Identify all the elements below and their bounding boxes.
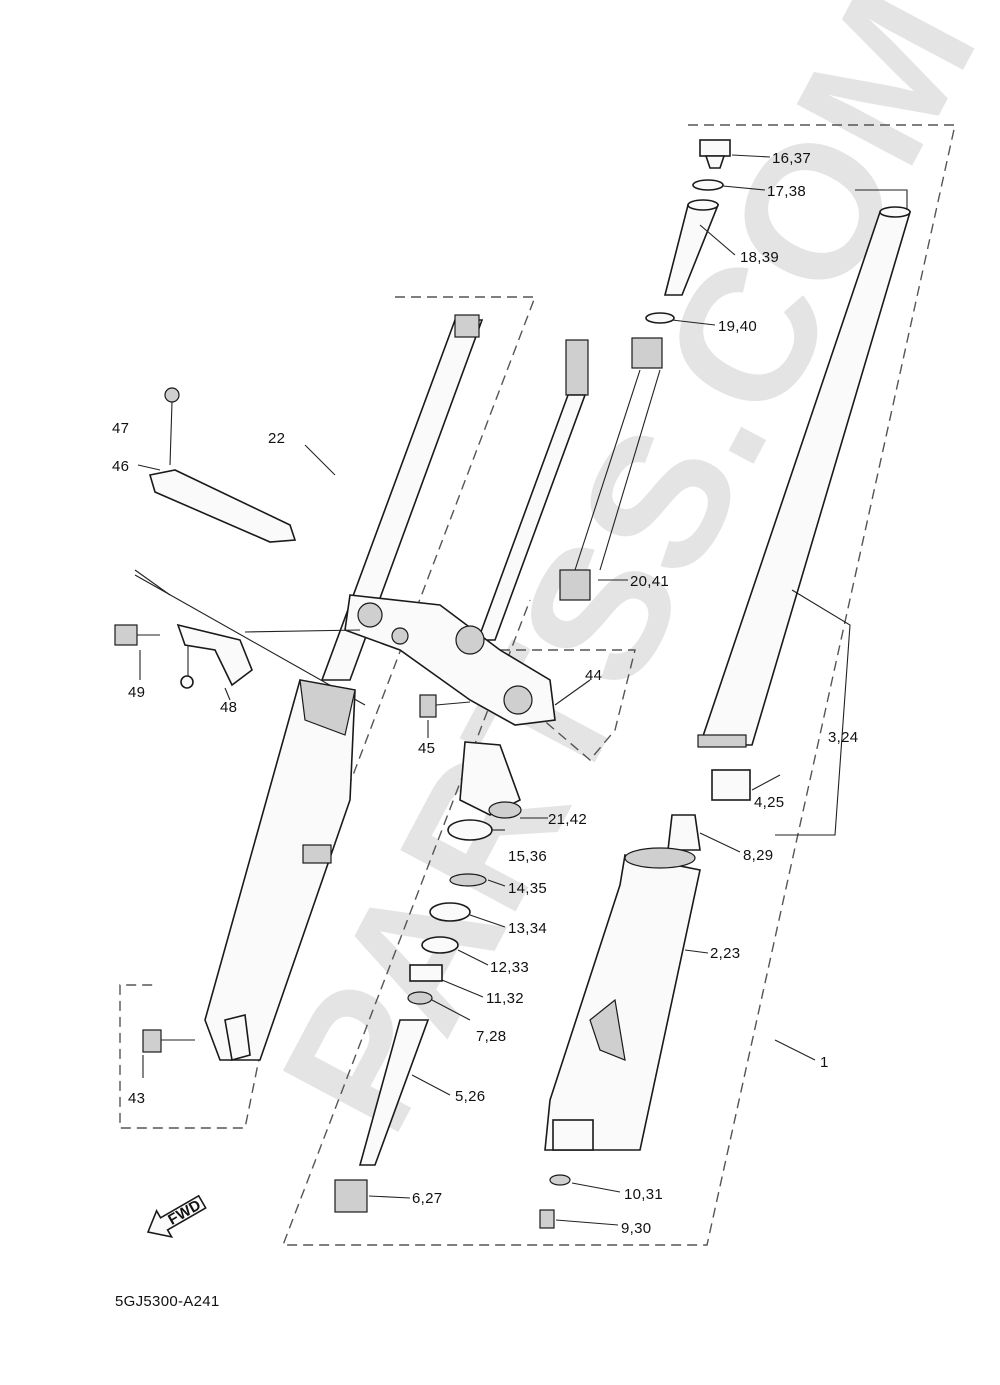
callout-22: 22 [268, 430, 285, 447]
callout-45: 45 [418, 740, 435, 757]
callout-labels: 16,37 17,38 18,39 19,40 20,41 22 47 46 4… [112, 150, 858, 1237]
assembly-box-left [119, 296, 537, 1129]
callout-47: 47 [112, 420, 129, 437]
under-bracket [344, 594, 556, 726]
spring-seat [645, 312, 675, 324]
oil-lock-piece [667, 814, 701, 851]
callout-10-31: 10,31 [624, 1186, 663, 1203]
inner-tube-right [697, 206, 912, 748]
callout-19-40: 19,40 [718, 318, 757, 335]
cap-bolt [699, 139, 731, 169]
leader-lines [137, 154, 816, 1226]
bearing-stack [407, 819, 493, 1005]
callout-48: 48 [220, 699, 237, 716]
slide-metal [711, 769, 751, 801]
callout-8-29: 8,29 [743, 847, 773, 864]
lower-seat [459, 741, 522, 819]
rebound-spring [334, 1179, 368, 1213]
callout-12-33: 12,33 [490, 959, 529, 976]
callout-20-41: 20,41 [630, 573, 669, 590]
fork-spring [559, 337, 663, 601]
steering-stem [476, 339, 589, 641]
callout-13-34: 13,34 [508, 920, 547, 937]
callout-14-35: 14,35 [508, 880, 547, 897]
callout-17-38: 17,38 [767, 183, 806, 200]
callout-16-37: 16,37 [772, 150, 811, 167]
callout-11-32: 11,32 [486, 990, 524, 1007]
outer-tube-right [544, 847, 701, 1151]
callout-43: 43 [128, 1090, 145, 1107]
assembly-box-center [500, 649, 636, 761]
callout-46: 46 [112, 458, 129, 475]
o-ring [692, 179, 724, 191]
assembly-box-right [281, 124, 956, 1246]
bracket-3-24 [855, 189, 908, 210]
callout-6-27: 6,27 [412, 1190, 442, 1207]
collar-pipe [663, 199, 720, 296]
bolt-45 [419, 694, 471, 718]
upper-bracket [148, 387, 297, 543]
callout-21-42: 21,42 [548, 811, 587, 828]
outer-tube-left [204, 679, 356, 1062]
callout-1: 1 [820, 1054, 829, 1071]
diagram-code: 5GJ5300-A241 [115, 1293, 220, 1310]
fwd-label: FWD [165, 1196, 204, 1228]
callout-44: 44 [585, 667, 602, 684]
inner-tube-left [320, 314, 484, 681]
callout-2-23: 2,23 [710, 945, 740, 962]
callout-9-30: 9,30 [621, 1220, 651, 1237]
callout-15-36: 15,36 [508, 848, 547, 865]
fwd-arrow-icon: FWD [146, 1194, 207, 1238]
gasket [549, 1174, 571, 1186]
bolt-49 [114, 624, 160, 646]
callout-18-39: 18,39 [740, 249, 779, 266]
callout-3-24: 3,24 [828, 729, 858, 746]
bolt-43 [142, 1029, 195, 1053]
callout-4-25: 4,25 [754, 794, 784, 811]
callout-5-26: 5,26 [455, 1088, 485, 1105]
drain-bolt [539, 1209, 555, 1229]
damper-rod [358, 1019, 430, 1166]
callout-49: 49 [128, 684, 145, 701]
callout-7-28: 7,28 [476, 1028, 506, 1045]
hose-guide [176, 623, 253, 689]
